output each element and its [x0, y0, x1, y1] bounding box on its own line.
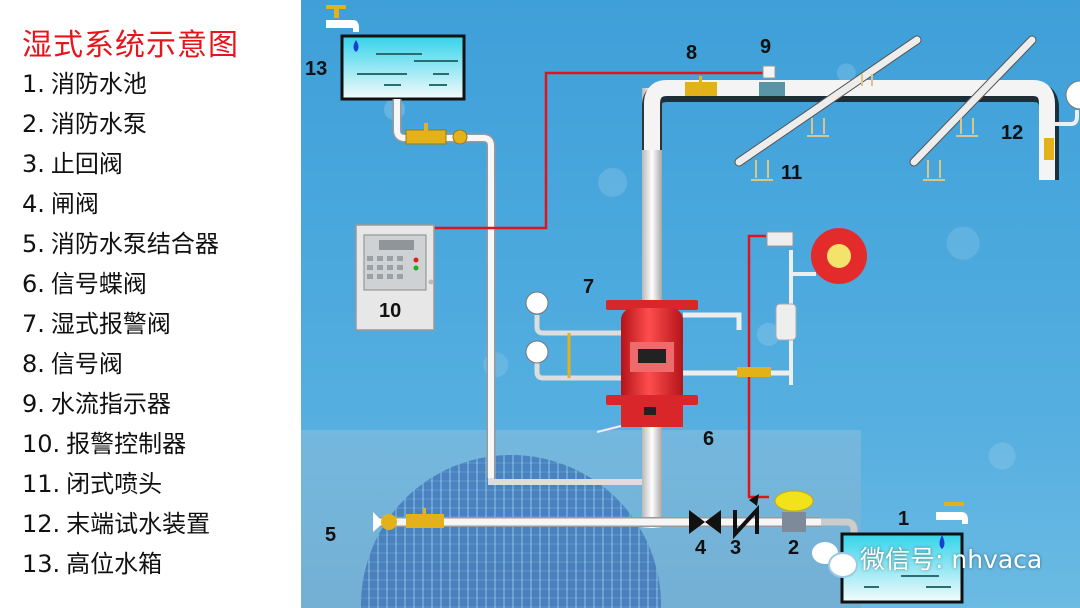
legend-item-high-tank: 13.高位水箱: [22, 550, 163, 578]
label-6: 6: [703, 428, 715, 450]
label-10: 10: [379, 300, 402, 322]
legend-item-gate-valve: 4.闸阀: [22, 190, 99, 218]
legend-item-fire-pool: 1.消防水池: [22, 70, 147, 98]
legend-title: 湿式系统示意图: [22, 28, 239, 63]
label-4: 4: [695, 537, 707, 559]
wechat-icon: [812, 540, 858, 578]
diagram-panel: 13 8 9 11 12 10 7 6 5 4 3 2 1: [301, 0, 1080, 608]
retard-chamber: [775, 303, 797, 341]
signal-wire-controller: [433, 71, 767, 230]
closed-sprinklers: [751, 74, 978, 181]
label-5: 5: [325, 524, 337, 546]
label-7: 7: [583, 276, 595, 298]
water-drop-icon: [353, 40, 359, 52]
pump-connector: [373, 512, 381, 532]
pressure-gauge-icon: [525, 340, 549, 364]
legend-item-closed-sprinkler: 11.闭式喷头: [22, 470, 163, 498]
pressure-gauge-icon: [525, 291, 549, 315]
label-12: 12: [1001, 122, 1024, 144]
fire-pump: [774, 490, 814, 532]
signal-valve: [685, 82, 717, 96]
watermark-text: 微信号: nhvaca: [860, 545, 1043, 574]
legend-item-wet-alarm-valve: 7.湿式报警阀: [22, 310, 171, 338]
legend-item-check-valve: 3.止回阀: [22, 150, 123, 178]
legend-item-signal-valve: 8.信号阀: [22, 350, 123, 378]
label-1: 1: [898, 508, 910, 530]
alarm-controller: [355, 224, 435, 331]
wet-alarm-valve: [606, 300, 698, 427]
signal-wire-pump: [747, 234, 769, 499]
label-11: 11: [781, 162, 803, 184]
label-8: 8: [686, 42, 698, 64]
legend-item-pump-connector: 5.消防水泵结合器: [22, 230, 219, 258]
legend-item-fire-pump: 2.消防水泵: [22, 110, 147, 138]
high-water-tank: [326, 5, 466, 101]
legend-panel: 湿式系统示意图 1.消防水池 2.消防水泵 3.止回阀 4.闸阀 5.消防水泵结…: [0, 0, 300, 608]
fire-pool: [840, 502, 968, 604]
pressure-switch: [766, 231, 794, 247]
legend-item-signal-butterfly-valve: 6.信号蝶阀: [22, 270, 147, 298]
label-9: 9: [760, 36, 772, 58]
end-test-device: [1044, 138, 1054, 160]
watermark: 微信号: nhvaca: [812, 540, 1043, 578]
tank-fitting: [405, 129, 447, 145]
legend-list: 1.消防水池 2.消防水泵 3.止回阀 4.闸阀 5.消防水泵结合器 6.信号蝶…: [22, 64, 219, 584]
pressure-gauge-icon: [1065, 80, 1080, 110]
water-drop-icon: [939, 535, 945, 549]
label-13: 13: [305, 58, 328, 80]
legend-item-alarm-controller: 10.报警控制器: [22, 430, 187, 458]
system-diagram: [326, 5, 1080, 604]
legend-item-flow-indicator: 9.水流指示器: [22, 390, 171, 418]
legend-item-end-test-device: 12.末端试水装置: [22, 510, 211, 538]
flow-indicator: [759, 82, 785, 96]
label-3: 3: [730, 537, 742, 559]
gate-valve: [689, 510, 721, 534]
check-valve: [733, 494, 759, 540]
label-2: 2: [788, 537, 800, 559]
